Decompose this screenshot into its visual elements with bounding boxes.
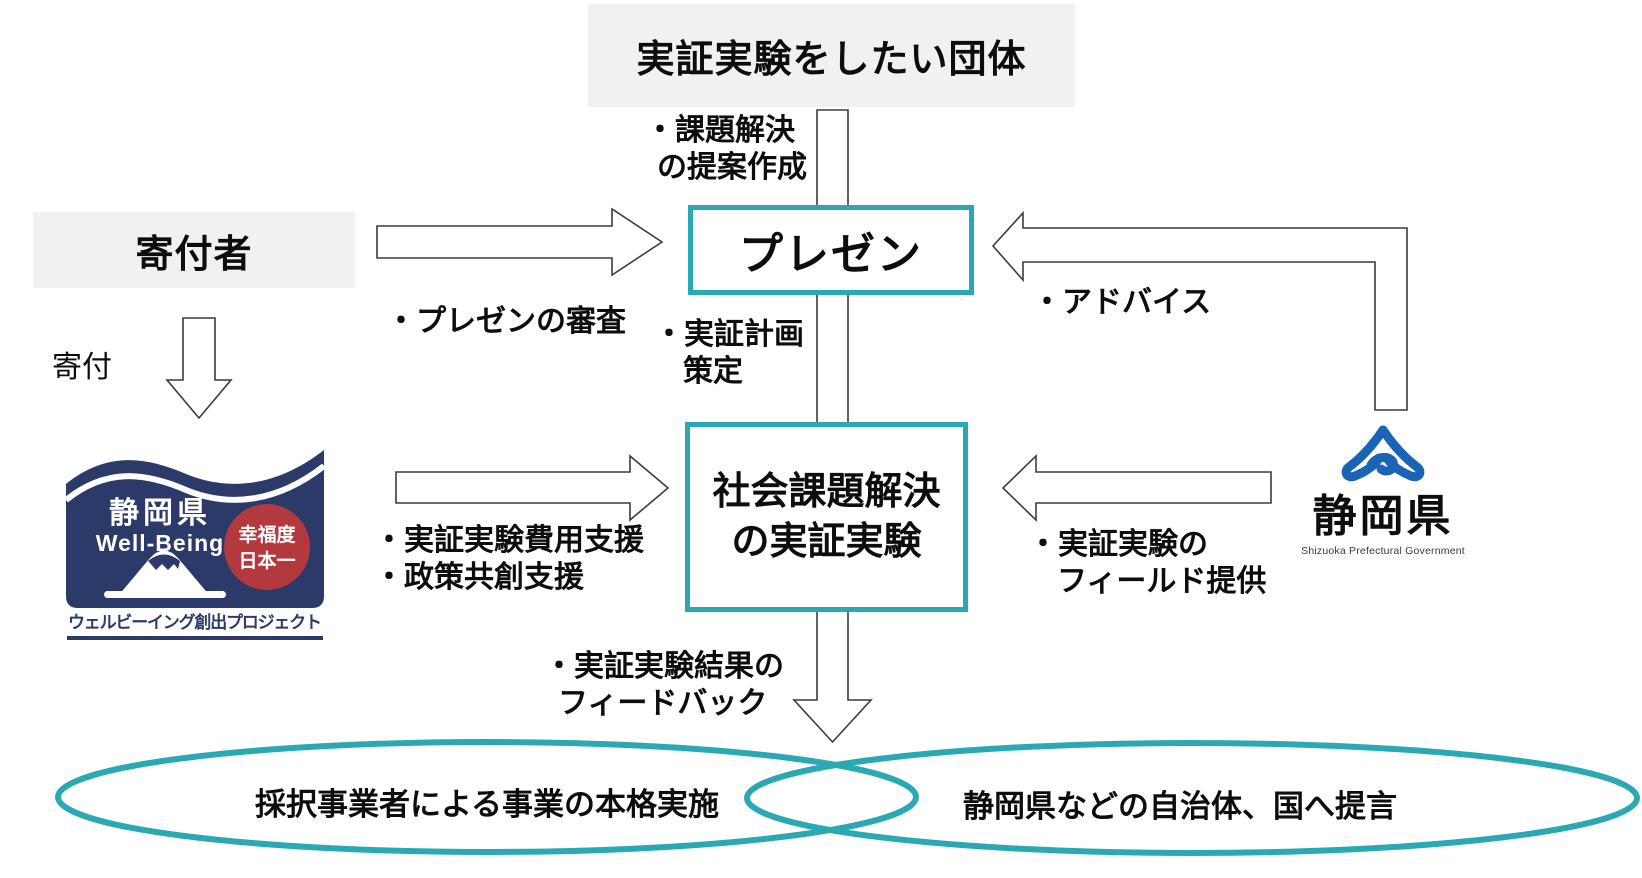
outcome-right-label: 静岡県などの自治体、国へ提言 bbox=[963, 789, 1397, 824]
experiment-box-label: 社会課題解決 の実証実験 bbox=[712, 471, 941, 563]
org-box: 実証実験をしたい団体 bbox=[588, 4, 1075, 107]
wellbeing-wave-line bbox=[64, 463, 326, 503]
presentation-box-label: プレゼン bbox=[739, 230, 923, 279]
proposal-label: ・課題解決 の提案作成 bbox=[645, 114, 807, 184]
advice-elbow-arrow bbox=[991, 210, 1408, 411]
mount-fuji-icon bbox=[104, 550, 226, 598]
screening-right-arrow bbox=[376, 207, 664, 277]
funding-label: ・実証実験費用支援 ・政策共創支援 bbox=[374, 524, 644, 594]
wellbeing-project-logo: 静岡県 Well-Being 幸福度 日本一 ウェルビーイング創出プロジェクト bbox=[64, 450, 326, 640]
presentation-box: プレゼン bbox=[688, 205, 974, 295]
plan-label: ・実証計画 策定 bbox=[654, 318, 804, 388]
donation-down-arrow bbox=[165, 317, 233, 420]
feedback-label: ・実証実験結果の フィードバック bbox=[544, 650, 784, 720]
field-left-arrow bbox=[1001, 454, 1272, 522]
outcome-left-label: 採択事業者による事業の本格実施 bbox=[254, 787, 720, 822]
outcome-ellipse-right bbox=[744, 740, 1640, 856]
advice-label: ・アドバイス bbox=[1032, 286, 1212, 319]
donor-box: 寄付者 bbox=[33, 212, 355, 288]
shizuoka-subtitle: Shizuoka Prefectural Government bbox=[1301, 545, 1465, 558]
wellbeing-prefecture-text: 静岡県 bbox=[109, 497, 211, 530]
shizuoka-pref-logo: 静岡県 Shizuoka Prefectural Government bbox=[1298, 424, 1468, 574]
experiment-box: 社会課題解決 の実証実験 bbox=[685, 422, 968, 612]
org-box-label: 実証実験をしたい団体 bbox=[636, 39, 1027, 81]
happiness-badge-line2: 日本一 bbox=[238, 549, 295, 572]
happiness-badge-circle bbox=[224, 504, 310, 590]
wellbeing-caption-text: ウェルビーイング創出プロジェクト bbox=[68, 612, 322, 632]
funding-right-arrow bbox=[395, 454, 670, 522]
field-label: ・実証実験の フィールド提供 bbox=[1028, 528, 1267, 598]
donation-label: 寄付 bbox=[52, 351, 112, 384]
happiness-badge-line1: 幸福度 bbox=[238, 523, 296, 546]
screening-label: ・プレゼンの審査 bbox=[386, 305, 626, 338]
shizuoka-name: 静岡県 bbox=[1312, 492, 1454, 541]
outcome-ellipse-left bbox=[55, 739, 919, 855]
donor-box-label: 寄付者 bbox=[135, 233, 253, 276]
wellbeing-caption-underline bbox=[67, 636, 323, 640]
shizuoka-fuji-crest-icon bbox=[1341, 425, 1425, 482]
